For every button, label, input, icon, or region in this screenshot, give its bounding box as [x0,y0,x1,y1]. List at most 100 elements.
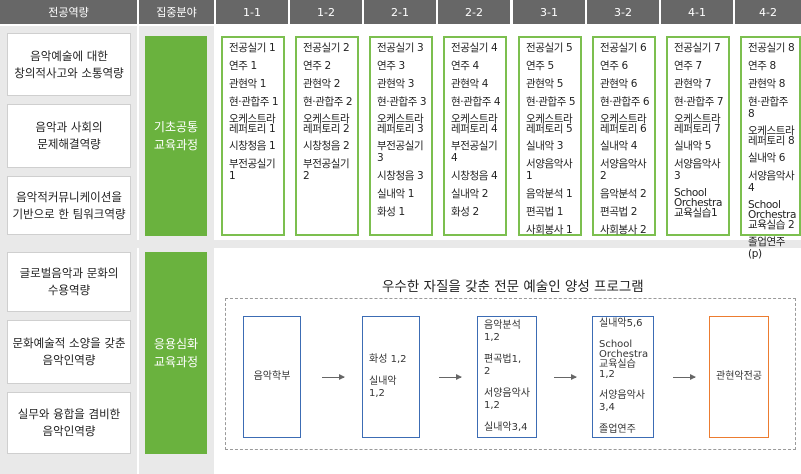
flow-item: 편곡법1, 2 [484,354,522,377]
program-title: 우수한 자질을 갖춘 전문 예술인 양성 프로그램 [382,279,644,295]
course-item: School Orchestra 교육실습1 [674,187,722,219]
header-semester-5: 3-1 [513,0,585,24]
course-item: 전공실기 5 [526,42,573,54]
program-flow-container [225,298,796,450]
course-item: 현·관합주 1 [229,96,279,108]
header-semester-4: 2-2 [438,0,510,24]
course-item: 연주 2 [303,60,331,72]
course-item: 오케스트라 레퍼토리 4 [451,113,498,135]
course-item: 전공실기 2 [303,42,350,54]
course-item: 서양음악사 3 [674,158,721,182]
course-item: 전공실기 3 [377,42,424,54]
header-semester-8: 4-2 [735,0,801,24]
flow-step-orchestra: 실내악5,6 School Orchestra 교육실습1,2 서양음악사3,4… [592,316,654,438]
course-item: 전공실기 8 [748,42,795,54]
course-item: 현·관합주 2 [303,96,353,108]
course-item: 전공실기 6 [600,42,647,54]
course-item: 실내악 4 [600,140,637,152]
course-item: 실내악 1 [377,188,414,200]
flow-arrow [439,374,462,380]
course-item: 현·관합주 6 [600,96,650,108]
header-semester-3: 2-1 [364,0,436,24]
course-item: School Orchestra 교육실습 2 [748,199,796,231]
flow-item: 졸업연주 [599,424,636,435]
course-item: 부전공실기 1 [229,158,276,182]
course-item: 연주 8 [748,60,776,72]
flow-item: 서양음악사3,4 [599,390,645,413]
course-item: 시창청음 4 [451,170,498,182]
competency-teamwork: 음악적커뮤니케이션을 기반으로 한 팀워크역량 [7,176,131,235]
flow-step-orchestral-major: 관현악전공 [709,316,769,438]
course-item: 연주 3 [377,60,405,72]
header-competency: 전공역량 [0,0,137,24]
course-item: 졸업연주(p) [748,236,786,260]
course-item: 전공실기 7 [674,42,721,54]
flow-step-analysis: 음악분석1,2 편곡법1, 2 서양음악사1,2 실내악3,4 [477,316,537,438]
course-item: 관현악 8 [748,78,785,90]
flow-item: 음악분석1,2 [484,320,521,343]
flow-item: School Orchestra 교육실습1,2 [599,339,649,380]
course-item: 부전공실기3 [377,140,424,164]
flow-item: 관현악전공 [716,371,762,382]
course-item: 오케스트라 레퍼토리 8 [748,125,795,147]
semester-1-courses: 전공실기 1 연주 1 관현악 1 현·관합주 1 오케스트라 레퍼토리 1 시창청음 1… [221,36,285,236]
course-item: 연주 5 [526,60,554,72]
course-item: 전공실기 4 [451,42,498,54]
flow-step-harmony-chamber: 화성 1,2 실내악 1,2 [362,316,420,438]
course-item: 서양음악사 1 [526,158,573,182]
course-item: 연주 1 [229,60,257,72]
competency-practical-convergence: 실무와 융합을 겸비한 음악인역량 [7,392,131,454]
flow-item: 실내악3,4 [484,422,528,433]
course-item: 오케스트라 레퍼토리 3 [377,113,424,135]
flow-item: 실내악 1,2 [369,376,397,399]
course-item: 음악분석 1 [526,188,573,200]
course-item: 현·관합주 5 [526,96,576,108]
course-item: 오케스트라 레퍼토리 7 [674,113,721,135]
course-item: 오케스트라 레퍼토리 1 [229,113,276,135]
course-item: 실내악 6 [748,152,785,164]
course-item: 실내악 2 [451,188,488,200]
header-focus: 집중분야 [139,0,214,24]
track-basic-common: 기초공통 교육과정 [145,36,207,236]
course-item: 관현악 5 [526,78,563,90]
competency-global-culture: 글로벌음악과 문화의 수용역량 [7,252,131,312]
course-item: 사회봉사 2 [600,224,647,236]
section-divider [0,240,801,248]
course-item: 관현악 4 [451,78,488,90]
course-item: 시창청음 3 [377,170,424,182]
flow-item: 화성 1,2 [369,354,407,365]
course-item: 연주 4 [451,60,479,72]
course-item: 화성 2 [451,206,479,218]
course-item: 편곡법 1 [526,206,563,218]
course-item: 전공실기 1 [229,42,276,54]
course-item: 현·관합주 4 [451,96,501,108]
flow-arrow [322,374,345,380]
course-item: 현·관합주 7 [674,96,724,108]
course-item: 실내악 3 [526,140,563,152]
flow-arrow [554,374,577,380]
competency-creative-communication: 음악예술에 대한 창의적사고와 소통역량 [7,33,131,96]
flow-item: 음악학부 [253,371,291,382]
course-item: 관현악 3 [377,78,414,90]
course-item: 사회봉사 1 [526,224,573,236]
course-item: 부전공실기 2 [303,158,350,182]
course-item: 연주 6 [600,60,628,72]
flow-arrow [673,374,696,380]
header-semester-7: 4-1 [661,0,733,24]
header-semester-6: 3-2 [587,0,659,24]
course-item: 시창청음 2 [303,140,350,152]
course-item: 현·관합주 8 [748,96,788,120]
flow-item: 실내악5,6 [599,318,643,329]
competency-problem-solving: 음악과 사회의 문제해결역량 [7,104,131,168]
course-item: 음악분석 2 [600,188,647,200]
course-item: 관현악 1 [229,78,266,90]
course-item: 시창청음 1 [229,140,276,152]
course-item: 오케스트라 레퍼토리 6 [600,113,647,135]
